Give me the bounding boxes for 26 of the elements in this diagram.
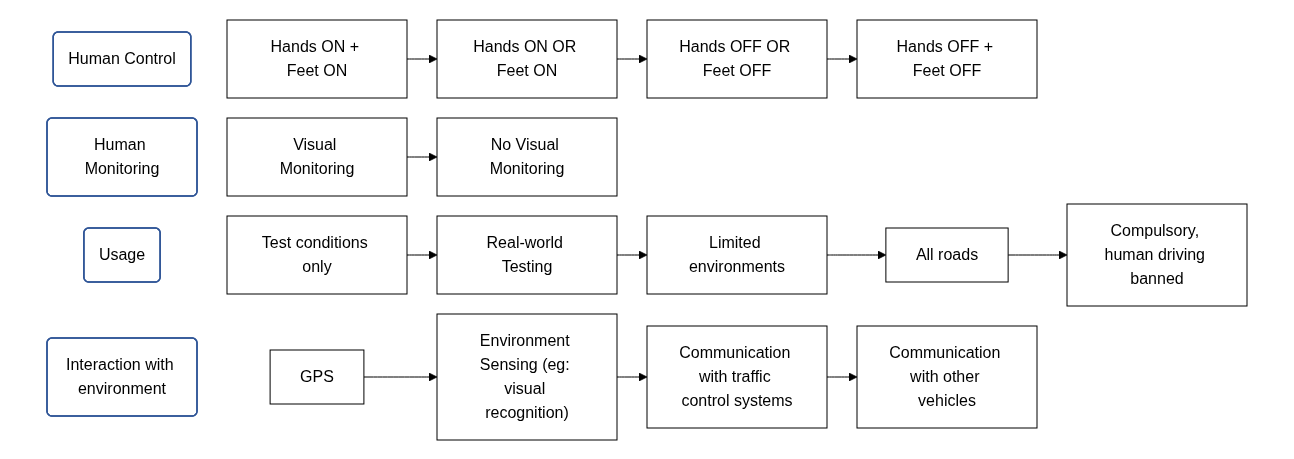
node-box: Limited environments [646, 215, 828, 294]
node-box: Test conditions only [226, 215, 408, 294]
arrow [616, 372, 648, 381]
node-box: Hands OFF OR Feet OFF [646, 19, 828, 98]
node-box: Real-world Testing [436, 215, 618, 294]
node-box: Hands OFF + Feet OFF [856, 19, 1038, 98]
node-box: No Visual Monitoring [436, 117, 618, 196]
node-box: Visual Monitoring [226, 117, 408, 196]
node-box: Hands ON + Feet ON [226, 19, 408, 98]
node-box: Communication with other vehicles [856, 325, 1038, 428]
arrow [363, 372, 438, 381]
node-box: Compulsory, human driving banned [1066, 203, 1248, 306]
arrow [406, 54, 438, 63]
arrow [826, 372, 858, 381]
arrow [616, 250, 648, 259]
node-box: Communication with traffic control systems [646, 325, 828, 428]
arrow [406, 250, 438, 259]
node-box: Environment Sensing (eg: visual recognition) [436, 313, 618, 440]
node-box: GPS [269, 349, 365, 404]
node-box: All roads [885, 227, 1009, 282]
arrow [826, 250, 887, 259]
arrow [616, 54, 648, 63]
arrow [406, 152, 438, 161]
node-box: Hands ON OR Feet ON [436, 19, 618, 98]
arrow [826, 54, 858, 63]
arrow [1007, 250, 1068, 259]
